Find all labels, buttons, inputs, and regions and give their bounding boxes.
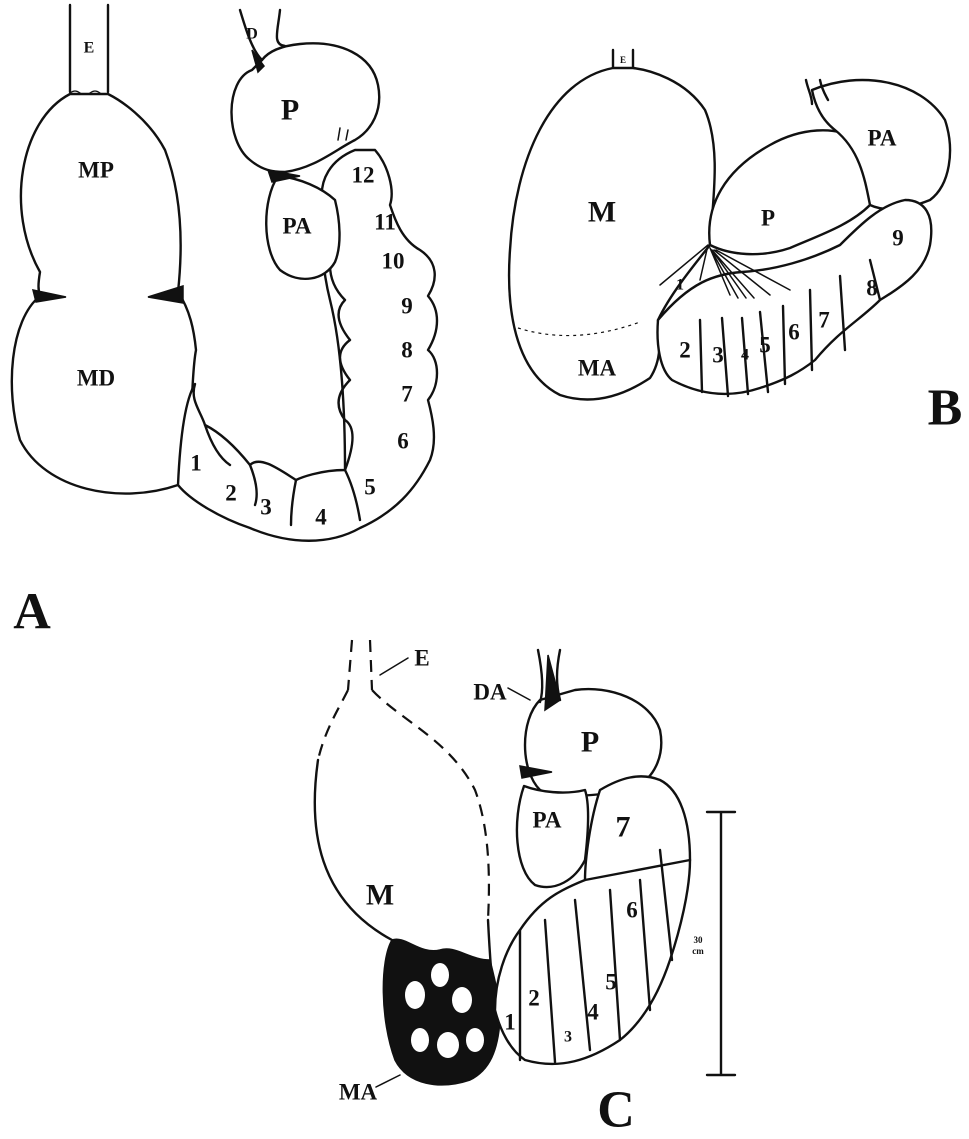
panel-a-label-pa: PA <box>283 214 312 239</box>
panel-c-scale-unit: cm <box>692 946 704 956</box>
panel-b-chamber-7: 7 <box>818 308 830 333</box>
panel-c-label-ma: MA <box>339 1080 378 1105</box>
panel-c-label-p: P <box>581 726 599 759</box>
panel-a-chamber-5: 5 <box>364 475 376 500</box>
panel-c-chamber-6: 6 <box>626 898 638 923</box>
panel-a-label-e: E <box>84 40 95 57</box>
panel-c-chamber-1: 1 <box>504 1010 516 1035</box>
panel-a-chamber-1: 1 <box>190 451 202 476</box>
panel-b-chamber-8: 8 <box>866 276 878 301</box>
panel-b-label-e: E <box>620 55 626 65</box>
panel-c-scale-bar <box>707 812 735 1075</box>
panel-a-chamber-12: 12 <box>352 163 375 188</box>
panel-c-stomach-dashed-left <box>318 690 348 760</box>
panel-a-chamber-8: 8 <box>401 338 413 363</box>
panel-c-ma-leader <box>376 1075 400 1087</box>
panel-a-chamber-2: 2 <box>225 481 237 506</box>
panel-a: E D MP MD P PA 1 2 3 4 5 6 7 8 9 10 11 1… <box>12 5 437 641</box>
panel-b-chamber-1: 1 <box>676 277 684 294</box>
panel-c-chamber-3: 3 <box>564 1029 572 1046</box>
panel-b-label-p: P <box>761 206 775 231</box>
panel-a-label-mp: MP <box>78 158 114 183</box>
panel-c-label-m: M <box>366 879 394 912</box>
panel-c-chamber-7: 7 <box>616 811 631 844</box>
panel-b-chamber-6: 6 <box>788 320 800 345</box>
panel-b-label-m: M <box>588 196 616 229</box>
panel-c-esophagus-dashed <box>348 640 372 690</box>
panel-c: E DA M MA P PA 1 2 3 4 5 6 7 30 cm C <box>315 640 735 1139</box>
panel-c-letter: C <box>597 1082 635 1139</box>
panel-a-chamber-6: 6 <box>397 429 409 454</box>
panel-c-e-leader <box>380 658 408 675</box>
panel-c-label-pa: PA <box>533 808 562 833</box>
panel-a-label-p: P <box>281 94 299 127</box>
panel-c-label-da: DA <box>473 680 507 705</box>
panel-c-chamber-5: 5 <box>605 970 617 995</box>
panel-a-label-md: MD <box>77 366 115 391</box>
panel-a-chamber-10: 10 <box>382 249 405 274</box>
panel-a-label-d: D <box>246 26 258 43</box>
panel-a-chamber-11: 11 <box>374 210 396 235</box>
panel-b-label-pa: PA <box>868 126 897 151</box>
panel-a-chamber-7: 7 <box>401 382 413 407</box>
panel-a-chamber-9: 9 <box>401 294 413 319</box>
panel-c-ma <box>383 939 500 1085</box>
panel-c-label-e: E <box>414 646 429 671</box>
panel-c-da-leader <box>508 688 530 700</box>
panel-c-pa <box>517 786 588 887</box>
panel-c-chamber-2: 2 <box>528 986 540 1011</box>
panel-b-chamber-5: 5 <box>759 333 771 358</box>
panel-b-label-ma: MA <box>578 356 617 381</box>
panel-b: E M MA P PA 1 2 3 4 5 6 7 8 9 B <box>509 50 962 437</box>
panel-b-chamber-2: 2 <box>679 338 691 363</box>
panel-b-letter: B <box>928 380 963 437</box>
panel-b-chamber-3: 3 <box>712 343 724 368</box>
panel-b-chamber-4: 4 <box>741 347 749 364</box>
panel-c-chamber-4: 4 <box>587 1000 599 1025</box>
panel-a-chamber-3: 3 <box>260 495 272 520</box>
panel-b-chamber-9: 9 <box>892 226 904 251</box>
panel-c-scale-value: 30 <box>694 935 704 945</box>
panel-a-chamber-4: 4 <box>315 505 327 530</box>
panel-a-letter: A <box>13 584 51 641</box>
